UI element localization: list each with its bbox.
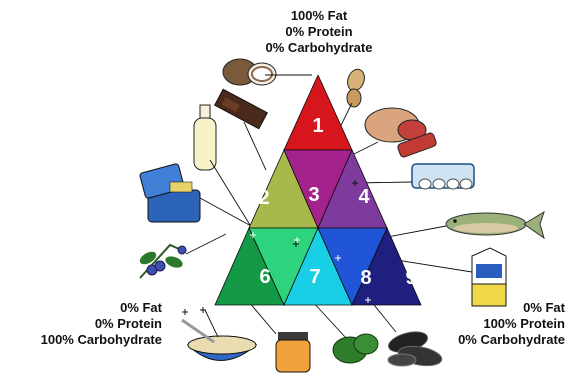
region-2-label: 2 xyxy=(258,187,269,209)
milk-bottle-icon xyxy=(194,105,216,170)
region-3-label: 3 xyxy=(308,184,319,206)
juice-jar-icon xyxy=(276,332,310,372)
carb-corner-line-2: 0% Protein xyxy=(12,316,162,332)
coconut-icon xyxy=(223,59,276,85)
region-5-label: 5 xyxy=(213,266,224,288)
milk-carton-icon xyxy=(472,248,506,306)
carbohydrate-corner-label: 0% Fat 0% Protein 100% Carbohydrate xyxy=(12,300,162,348)
region-8-label: 8 xyxy=(360,267,371,289)
fat-corner-line-1: 100% Fat xyxy=(255,8,383,24)
region-9-label: 9 xyxy=(405,267,416,289)
fat-corner-label: 100% Fat 0% Protein 0% Carbohydrate xyxy=(255,8,383,56)
region-4-label: 4 xyxy=(358,186,370,208)
carb-corner-line-1: 0% Fat xyxy=(12,300,162,316)
region-1-label: 1 xyxy=(312,115,323,137)
carb-corner-line-3: 100% Carbohydrate xyxy=(12,332,162,348)
lunchbox-icon xyxy=(139,163,200,222)
spinach-icon xyxy=(333,334,378,363)
oatmeal-bowl-icon xyxy=(182,320,256,361)
blueberries-icon xyxy=(138,245,186,278)
region-1 xyxy=(284,75,352,150)
region-6-label: 6 xyxy=(259,266,270,288)
meat-icon xyxy=(365,108,437,158)
fat-corner-line-2: 0% Protein xyxy=(255,24,383,40)
eggs-icon xyxy=(412,164,474,189)
region-7-label: 7 xyxy=(309,266,320,288)
peanuts-icon xyxy=(345,67,368,107)
protein-corner-line-1: 0% Fat xyxy=(430,300,565,316)
fish-icon xyxy=(446,212,544,238)
protein-corner-line-2: 100% Protein xyxy=(430,316,565,332)
protein-corner-label: 0% Fat 100% Protein 0% Carbohydrate xyxy=(430,300,565,348)
fat-corner-line-3: 0% Carbohydrate xyxy=(255,40,383,56)
chocolate-bar-icon xyxy=(215,89,268,128)
protein-corner-line-3: 0% Carbohydrate xyxy=(430,332,565,348)
